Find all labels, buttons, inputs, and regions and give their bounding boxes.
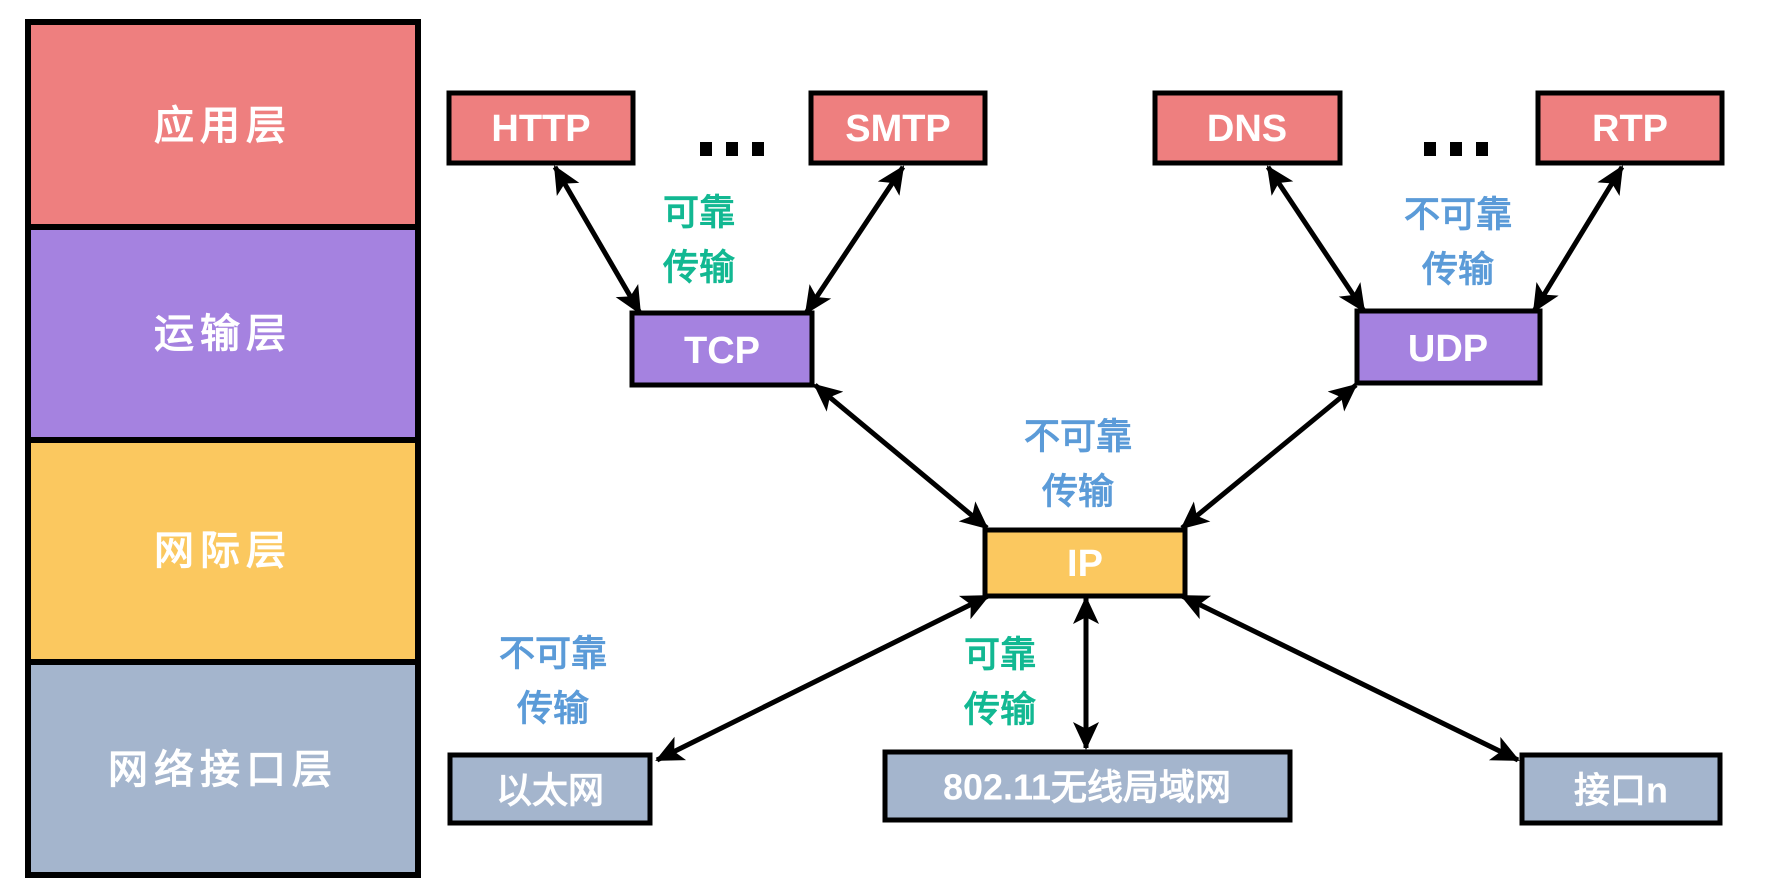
- node-rtp[interactable]: RTP: [1535, 90, 1725, 166]
- node-ethernet[interactable]: 以太网: [447, 752, 653, 826]
- stack-layer-internet-fill: [31, 443, 415, 659]
- ellipsis-right-dot-1: [1424, 142, 1436, 156]
- stack-layer-transport-fill: [31, 230, 415, 437]
- ellipsis-left-dot-2: [726, 142, 738, 156]
- node-tcp-label: TCP: [684, 330, 760, 372]
- node-rtp-box: [1535, 90, 1725, 166]
- edge-ip-udp: [1180, 383, 1358, 530]
- node-interface-n[interactable]: 接口n: [1519, 752, 1723, 826]
- node-ip-label: IP: [1067, 543, 1103, 585]
- edge-label-ethernet-unreliable-line1: 不可靠: [499, 633, 607, 674]
- node-dns-box: [1152, 90, 1343, 166]
- node-udp-box: [1354, 308, 1543, 386]
- ellipsis-left-dot-1: [700, 142, 712, 156]
- node-ip[interactable]: IP: [982, 527, 1188, 599]
- ellipsis-right-dot-2: [1450, 142, 1462, 156]
- node-tcp[interactable]: TCP: [629, 310, 815, 388]
- stack-layer-application[interactable]: 应用层: [25, 19, 421, 230]
- node-interface-n-box: [1519, 752, 1723, 826]
- node-smtp-label: SMTP: [845, 108, 951, 150]
- stack-layer-transport-label: 运输层: [154, 312, 292, 356]
- edge-ip-interface-n: [1180, 593, 1520, 763]
- edge-label-ip-unreliable: 不可靠 传输: [1024, 416, 1132, 512]
- node-interface-n-label: 接口n: [1574, 770, 1668, 811]
- stack-layer-internet[interactable]: 网际层: [25, 437, 421, 665]
- edge-udp-rtp: [1531, 165, 1625, 313]
- edge-label-tcp-reliable-line2: 传输: [662, 247, 736, 288]
- edge-tcp-http: [552, 165, 643, 315]
- edge-label-ip-unreliable-line1: 不可靠: [1024, 416, 1132, 457]
- protocol-layer-stack: 应用层 运输层 网际层 网络接口层: [25, 19, 421, 878]
- node-tcp-box: [629, 310, 815, 388]
- node-http[interactable]: HTTP: [446, 90, 636, 166]
- node-rtp-label: RTP: [1592, 108, 1668, 150]
- edge-label-tcp-reliable: 可靠 传输: [662, 192, 736, 288]
- edge-label-wlan-reliable-line1: 可靠: [964, 634, 1036, 675]
- edge-ip-ethernet: [655, 593, 990, 763]
- node-udp-label: UDP: [1408, 328, 1488, 370]
- node-wlan-box: [882, 749, 1293, 823]
- ellipsis-left: [700, 142, 764, 156]
- stack-layer-link[interactable]: 网络接口层: [25, 659, 421, 878]
- node-udp[interactable]: UDP: [1354, 308, 1543, 386]
- connector-group: [552, 165, 1625, 763]
- edge-label-udp-unreliable-line1: 不可靠: [1404, 194, 1512, 235]
- edge-label-wlan-reliable-line2: 传输: [963, 689, 1037, 730]
- edge-label-tcp-reliable-line1: 可靠: [663, 192, 735, 233]
- stack-layer-internet-label: 网际层: [154, 529, 292, 573]
- node-wlan-label: 802.11无线局域网: [943, 767, 1231, 808]
- stack-layer-transport[interactable]: 运输层: [25, 224, 421, 443]
- node-smtp-box: [808, 90, 988, 166]
- edge-label-wlan-reliable: 可靠 传输: [963, 634, 1037, 730]
- stack-layer-link-fill: [31, 665, 415, 872]
- node-http-label: HTTP: [491, 108, 590, 150]
- edge-label-ethernet-unreliable: 不可靠 传输: [499, 633, 607, 729]
- node-dns-label: DNS: [1207, 108, 1287, 150]
- ellipsis-right-dot-3: [1476, 142, 1488, 156]
- edge-tcp-smtp: [803, 165, 906, 315]
- edge-udp-dns: [1265, 165, 1367, 313]
- node-ethernet-box: [447, 752, 653, 826]
- node-ip-box: [982, 527, 1188, 599]
- stack-layer-application-label: 应用层: [154, 104, 292, 148]
- node-smtp[interactable]: SMTP: [808, 90, 988, 166]
- ellipsis-left-dot-3: [752, 142, 764, 156]
- node-wlan[interactable]: 802.11无线局域网: [882, 749, 1293, 823]
- stack-layer-link-label: 网络接口层: [108, 747, 338, 792]
- ellipsis-right: [1424, 142, 1488, 156]
- edge-label-ethernet-unreliable-line2: 传输: [516, 688, 590, 729]
- edge-label-udp-unreliable: 不可靠 传输: [1404, 194, 1512, 290]
- edge-label-ip-unreliable-line2: 传输: [1041, 471, 1115, 512]
- node-http-box: [446, 90, 636, 166]
- stack-layer-application-fill: [31, 25, 415, 224]
- node-dns[interactable]: DNS: [1152, 90, 1343, 166]
- edge-label-udp-unreliable-line2: 传输: [1421, 249, 1495, 290]
- edge-ip-tcp: [813, 383, 989, 530]
- node-ethernet-label: 以太网: [496, 770, 604, 811]
